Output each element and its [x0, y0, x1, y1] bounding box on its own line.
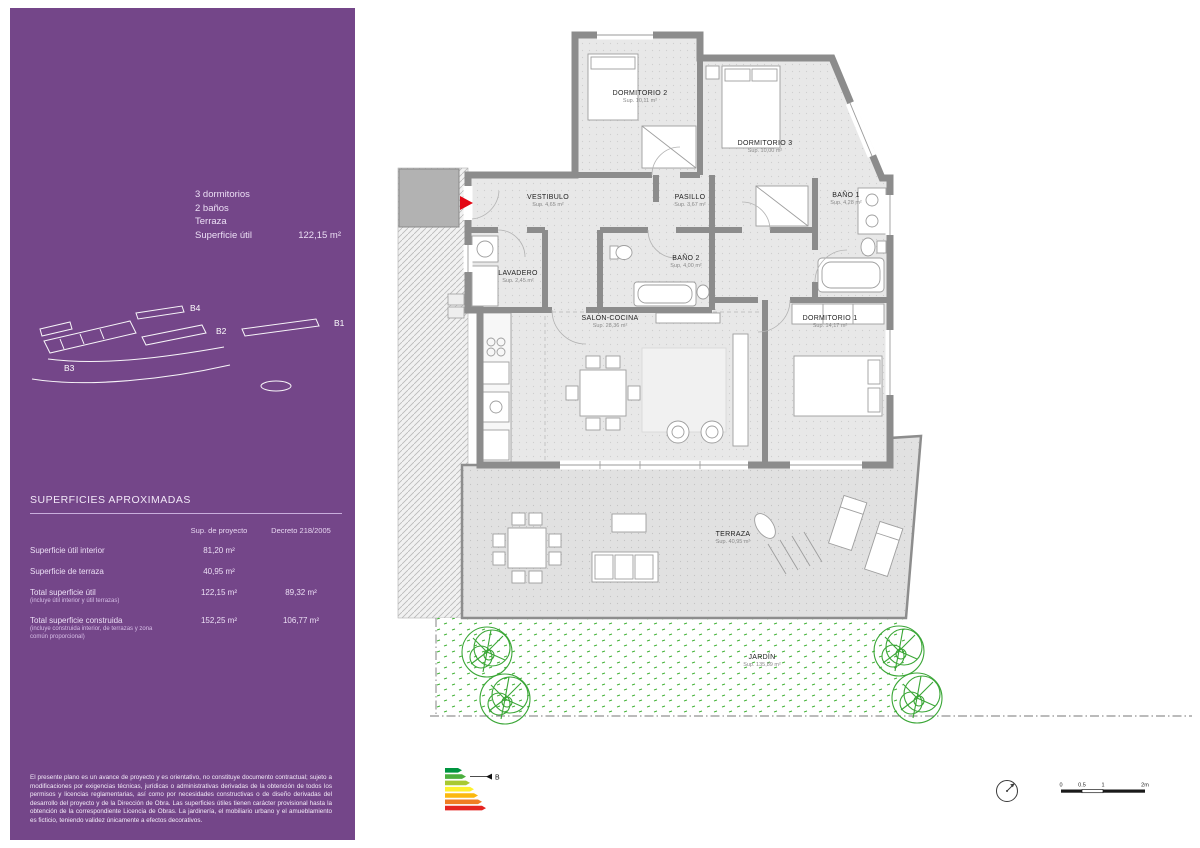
scale-tick-1: 1: [1101, 783, 1104, 789]
table-row: Total superficie útil (incluye útil inte…: [30, 588, 317, 604]
surfaces-table: SUPERFICIES APROXIMADAS Sup. de proyecto…: [30, 494, 342, 641]
entrance-marker-icon: [460, 196, 473, 210]
legal-disclaimer: El presente plano es un avance de proyec…: [30, 774, 332, 824]
site-label-b2: B2: [216, 326, 227, 336]
interior-walls: [468, 35, 890, 465]
surfaces-title: SUPERFICIES APROXIMADAS: [30, 494, 342, 514]
col-proyecto: Sup. de proyecto: [190, 526, 248, 535]
door-arcs: [471, 146, 848, 345]
superficie-util-row: Superficie útil 122,15 m²: [195, 230, 341, 241]
unit-features: 3 dormitorios 2 baños Terraza: [195, 188, 250, 229]
feature-terrace: Terraza: [195, 216, 227, 227]
table-row: Superficie de terraza 40,95 m²: [30, 567, 235, 576]
info-sidebar: 3 dormitorios 2 baños Terraza Superficie…: [10, 8, 355, 840]
feature-bedrooms: 3 dormitorios: [195, 189, 250, 200]
surfaces-header: Sup. de proyecto Decreto 218/2005: [30, 526, 342, 535]
scale-tick-0: 0: [1059, 783, 1062, 789]
feature-bathrooms: 2 baños: [195, 202, 229, 214]
table-row: Total superficie construida (incluye con…: [30, 616, 320, 640]
energy-rating-icon: B: [445, 768, 500, 811]
windows: [463, 30, 895, 470]
superficie-util-value: 122,15 m²: [298, 230, 341, 241]
scale-tick-05: 0.5: [1078, 783, 1086, 789]
superficie-util-label: Superficie útil: [195, 230, 253, 241]
furniture: [471, 53, 904, 584]
north-arrow-icon: [996, 780, 1018, 802]
scale-bar: 0 0.5 1 2m: [1059, 783, 1149, 794]
site-label-b1: B1: [334, 318, 345, 328]
garden-area: [430, 618, 1192, 717]
access-hatch-area: [397, 167, 469, 619]
energy-rating-letter: B: [495, 774, 500, 781]
col-decreto: Decreto 218/2005: [271, 526, 331, 535]
site-label-b4: B4: [190, 303, 201, 313]
apartment-floor: [468, 35, 890, 465]
scale-tick-2m: 2m: [1141, 783, 1149, 789]
site-plan-sketch: B4 B2 B1 B3: [31, 303, 345, 392]
site-label-b3: B3: [64, 363, 75, 373]
table-row: Superficie útil interior 81,20 m²: [30, 546, 235, 555]
